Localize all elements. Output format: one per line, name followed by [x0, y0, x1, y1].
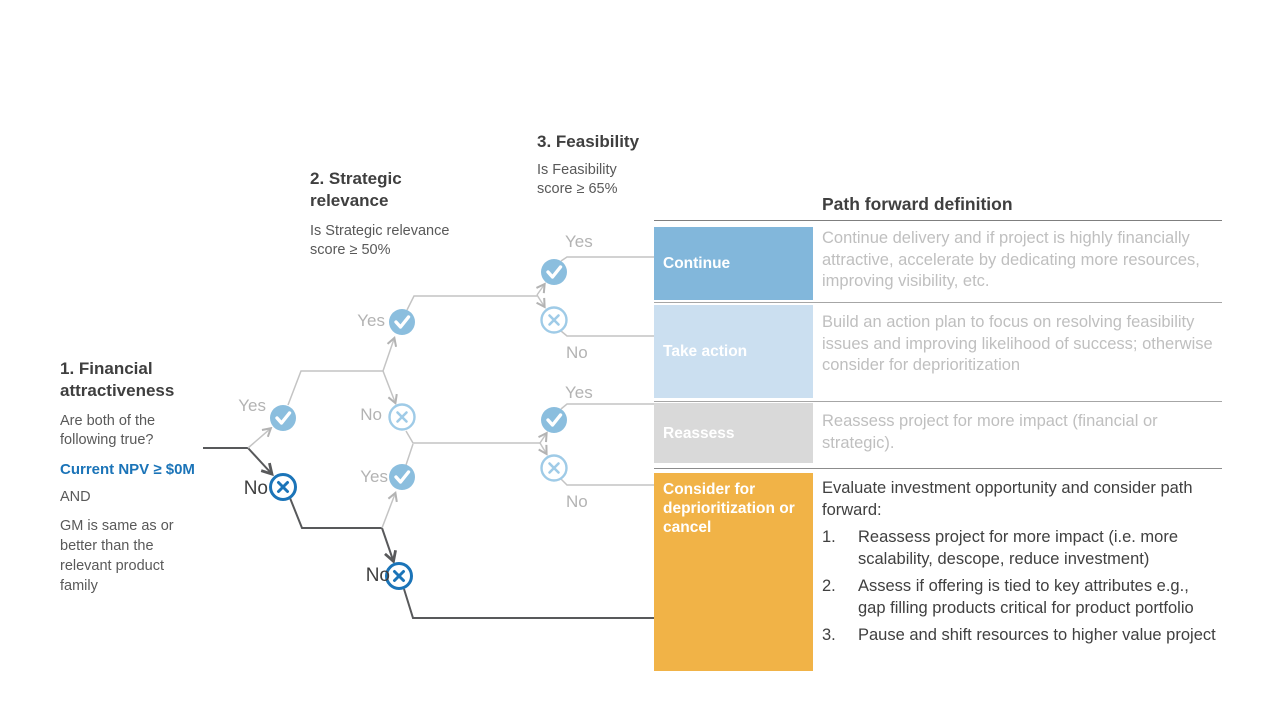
branch-label-no: No [566, 492, 588, 511]
row-label-text: Continue [663, 255, 731, 272]
row-label-take-action: Take action [654, 305, 813, 398]
check-icon [270, 405, 296, 431]
row-label-continue: Continue [654, 227, 813, 300]
row-description: Build an action plan to focus on resolvi… [822, 313, 1213, 374]
row-description: Evaluate investment opportunity and cons… [822, 478, 1220, 647]
row-description: Continue delivery and if project is high… [822, 229, 1200, 290]
branch-label-yes: Yes [360, 467, 388, 486]
step-question: Is Feasibility score ≥ 65% [537, 162, 618, 197]
x-icon [540, 306, 568, 334]
header-rule [654, 220, 1222, 221]
branch-label-yes: Yes [238, 396, 266, 415]
row-label-text: Take action [663, 343, 748, 360]
check-icon [389, 309, 415, 335]
step-financial-attractiveness: 1. Financial attractiveness Are both of … [60, 358, 210, 596]
x-icon [269, 473, 297, 501]
criterion-gm: GM is same as or better than the relevan… [60, 518, 174, 594]
list-item-number: 2. [822, 577, 836, 595]
row-label-reassess: Reassess [654, 403, 813, 463]
x-icon [540, 454, 568, 482]
row-divider [654, 401, 1222, 402]
step-title: 2. Strategic relevance [310, 169, 402, 210]
no-path-lines [203, 447, 654, 619]
x-icon [388, 403, 416, 431]
yes-path-lines [247, 256, 654, 529]
list-item-text: Assess if offering is tied to key attrib… [858, 577, 1194, 617]
step-feasibility: 3. Feasibility Is Feasibility score ≥ 65… [537, 131, 667, 199]
criterion-npv: Current NPV ≥ $0M [60, 461, 195, 478]
check-icon [541, 407, 567, 433]
step-strategic-relevance: 2. Strategic relevance Is Strategic rele… [310, 168, 480, 260]
x-icon [385, 562, 413, 590]
criterion-conjunction: AND [60, 489, 91, 505]
list-item: 3. Pause and shift resources to higher v… [822, 625, 1220, 647]
row-label-text: Reassess [663, 424, 735, 442]
list-item-text: Reassess project for more impact (i.e. m… [858, 528, 1179, 568]
step-question: Are both of the following true? [60, 413, 156, 448]
step-title: 1. Financial attractiveness [60, 359, 175, 400]
row-divider [654, 302, 1222, 303]
check-icon [389, 464, 415, 490]
row-description: Reassess project for more impact (financ… [822, 412, 1158, 452]
list-item: 2. Assess if offering is tied to key att… [822, 576, 1220, 619]
step-question: Is Strategic relevance score ≥ 50% [310, 223, 450, 258]
list-item-number: 1. [822, 528, 836, 546]
list-item-text: Pause and shift resources to higher valu… [858, 626, 1216, 644]
step-title: 3. Feasibility [537, 132, 640, 151]
row-description-intro: Evaluate investment opportunity and cons… [822, 479, 1193, 519]
row-divider [654, 468, 1222, 469]
branch-label-no: No [243, 478, 268, 499]
row-label-consider-deprioritization: Consider for deprioritization or cancel [654, 473, 813, 671]
branch-label-yes: Yes [565, 232, 593, 251]
branch-label-no: No [365, 565, 390, 586]
list-item-number: 3. [822, 626, 836, 644]
branch-label-no: No [360, 405, 382, 424]
branch-label-yes: Yes [565, 383, 593, 402]
list-item: 1. Reassess project for more impact (i.e… [822, 527, 1220, 570]
branch-label-no: No [566, 343, 588, 362]
check-icon [541, 259, 567, 285]
branch-label-yes: Yes [357, 311, 385, 330]
row-label-text: Consider for deprioritization or cancel [663, 481, 795, 536]
table-header-path-forward-definition: Path forward definition [822, 194, 1013, 214]
